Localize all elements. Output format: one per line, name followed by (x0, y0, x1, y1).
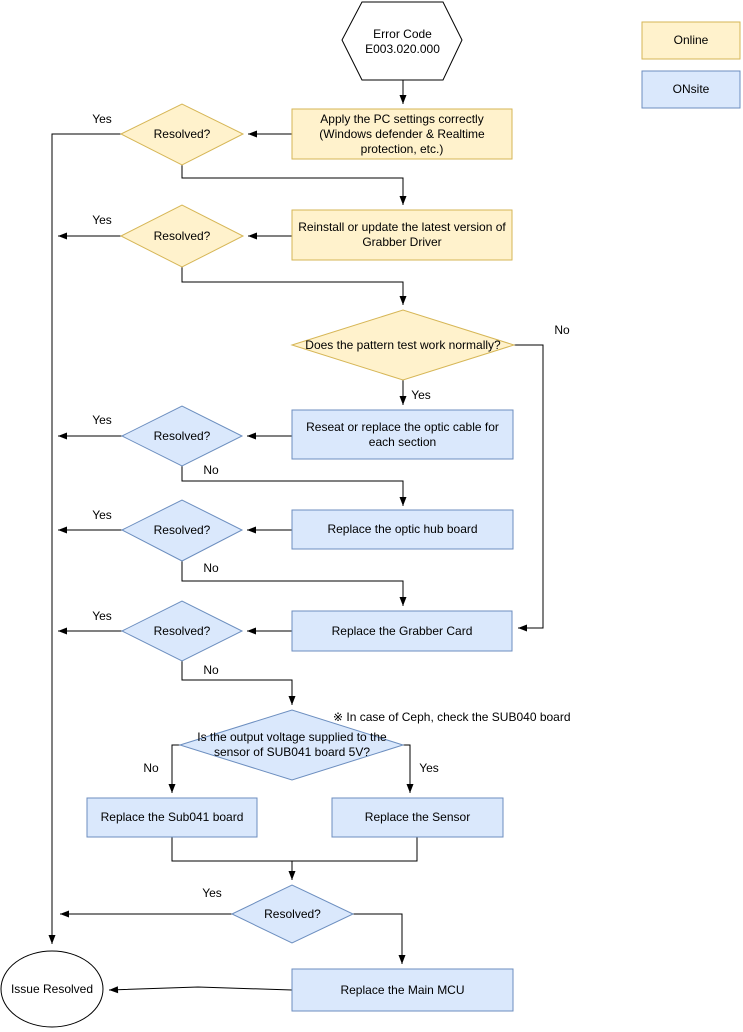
decision-resolved4-diamond (120, 499, 244, 562)
edge-pattern-no-to-grabber (514, 344, 544, 632)
edge-label-yes-resolved2: Yes (92, 213, 112, 227)
decision-resolved3-label: Resolved? (153, 428, 211, 443)
decision-resolved2-diamond (119, 204, 245, 268)
edge-resolved3-no-to-hub (181, 466, 407, 506)
edge-resolved1-to-reinstall (181, 165, 407, 205)
start-line1: Error Code (373, 27, 432, 41)
process-replace-mcu-label: Replace the Main MCU (340, 982, 465, 997)
edge-voltage-no-to-sub041 (168, 744, 180, 793)
edge-resolved6-to-mcu (353, 913, 406, 964)
process-replace-sensor-box (331, 797, 504, 838)
edge-label-no-resolved4: No (203, 561, 219, 575)
terminal-issue-resolved-ellipse (0, 950, 104, 1028)
edge-resolved2-to-pattern-test (181, 267, 407, 305)
process-replace-hub-box (291, 509, 514, 550)
process-reinstall-driver-label: Reinstall or update the latest version o… (298, 220, 506, 249)
edge-label-yes-pattern: Yes (411, 388, 431, 402)
process-replace-mcu-box (291, 968, 514, 1012)
edge-resolved5-no-to-voltage (181, 661, 296, 705)
start-hexagon (341, 1, 463, 81)
edge-label-no-resolved3: No (203, 463, 219, 477)
edge-label-yes-resolved1: Yes (92, 112, 112, 126)
process-reinstall-driver-box (291, 209, 513, 261)
process-replace-sub041-box (86, 797, 258, 838)
process-replace-grabber-label: Replace the Grabber Card (331, 623, 473, 638)
ceph-annotation: ※ In case of Ceph, check the SUB040 boar… (333, 710, 571, 724)
start-line2: E003.020.000 (365, 42, 440, 56)
decision-resolved6-label: Resolved? (264, 906, 321, 921)
decision-resolved1-diamond (119, 103, 245, 166)
process-reseat-optic-label: Reseat or replace the optic cable for ea… (306, 419, 499, 449)
decision-resolved1-label: Resolved? (153, 126, 211, 141)
edge-label-yes-resolved4: Yes (92, 508, 112, 522)
start-hexagon-label: Error Code E003.020.000 (342, 22, 463, 62)
decision-pattern-test-label: Does the pattern test work normally? (305, 337, 501, 352)
legend-online-box (641, 21, 741, 60)
decision-resolved5-diamond (120, 600, 244, 662)
decision-resolved6-diamond (230, 884, 355, 944)
edge-label-no-resolved5: No (203, 663, 219, 677)
process-replace-sensor-label: Replace the Sensor (364, 810, 471, 824)
decision-pattern-test-diamond (290, 309, 516, 381)
edge-resolved4-no-to-grabber (181, 561, 407, 606)
decision-resolved2-label: Resolved? (153, 228, 211, 243)
edge-label-yes-resolved6: Yes (202, 886, 222, 900)
legend-onsite-label: ONsite (672, 82, 710, 96)
edge-voltage-yes-to-sensor (403, 744, 414, 793)
decision-resolved5-label: Resolved? (153, 623, 211, 638)
decision-resolved4-label: Resolved? (153, 522, 211, 537)
terminal-issue-resolved-label: Issue Resolved (10, 981, 94, 996)
decision-resolved3-diamond (120, 405, 244, 467)
legend-online-label: Online (673, 33, 709, 47)
process-replace-sub041-label: Replace the Sub041 board (100, 810, 244, 824)
edge-resolved1-yes-to-issue-resolved (48, 133, 121, 944)
edge-mcu-to-issue-resolved (108, 986, 293, 994)
edge-merge-sub041-sensor (171, 837, 418, 862)
edge-label-yes-voltage: Yes (419, 761, 439, 775)
legend-onsite-box (641, 70, 741, 109)
edge-label-no-voltage: No (143, 761, 159, 775)
decision-voltage-label: Is the output voltage supplied to the se… (197, 730, 387, 759)
edge-label-yes-resolved3: Yes (92, 413, 112, 427)
process-replace-hub-label: Replace the optic hub board (327, 522, 478, 536)
process-replace-grabber-box (291, 610, 513, 652)
edge-label-no-pattern: No (554, 323, 570, 337)
process-apply-pc-box (291, 108, 513, 160)
process-apply-pc-label: Apply the PC settings correctly (Windows… (319, 111, 485, 156)
process-reseat-optic-box (291, 409, 514, 460)
decision-voltage-diamond (178, 709, 405, 781)
edge-label-yes-resolved5: Yes (92, 609, 112, 623)
